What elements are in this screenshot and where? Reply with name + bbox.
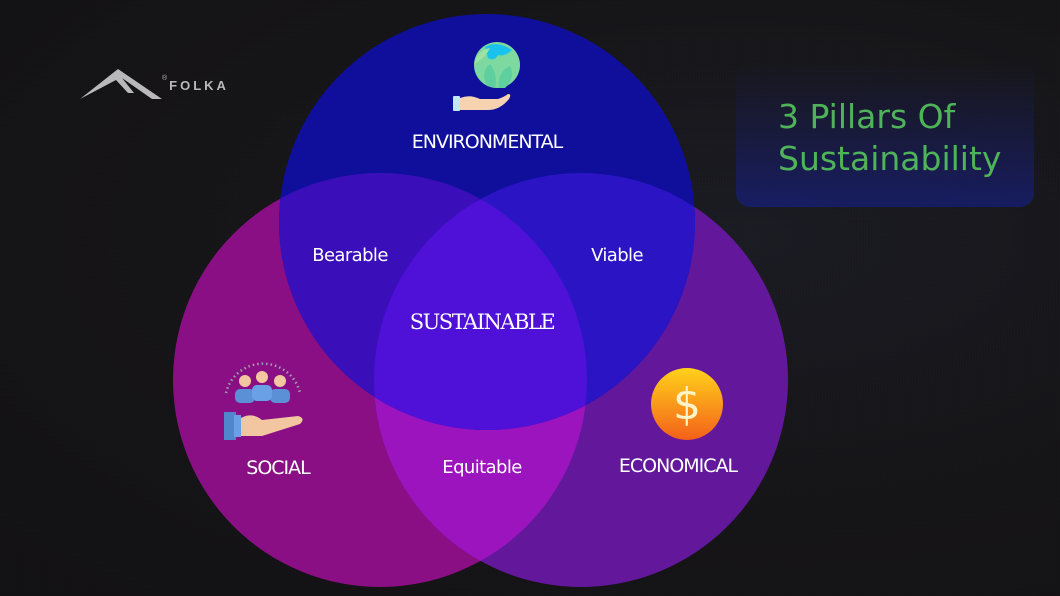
title-line-2: Sustainability	[778, 139, 1002, 178]
overlap-all	[374, 173, 587, 430]
svg-text:$: $	[673, 379, 701, 430]
brand-name: FOLKA	[169, 77, 229, 93]
label-economical: ECONOMICAL	[618, 455, 738, 477]
title-panel	[736, 62, 1034, 207]
earth-in-hand-icon	[453, 42, 520, 111]
page-title: 3 Pillars Of Sustainability	[778, 96, 1001, 180]
registered-mark: ®	[162, 74, 168, 82]
title-line-1: 3 Pillars Of	[778, 97, 956, 136]
label-bearable: Bearable	[312, 245, 388, 266]
label-equitable: Equitable	[442, 457, 522, 478]
label-social: SOCIAL	[246, 457, 310, 479]
brand-logo: ® FOLKA	[78, 66, 229, 102]
label-environmental: ENVIRONMENTAL	[411, 131, 564, 153]
dollar-coin-icon: $	[651, 368, 723, 440]
label-sustainable: SUSTAINABLE	[409, 310, 556, 334]
mountain-peak-icon	[80, 69, 162, 99]
people-in-hand-icon	[224, 362, 303, 440]
label-viable: Viable	[591, 245, 643, 266]
